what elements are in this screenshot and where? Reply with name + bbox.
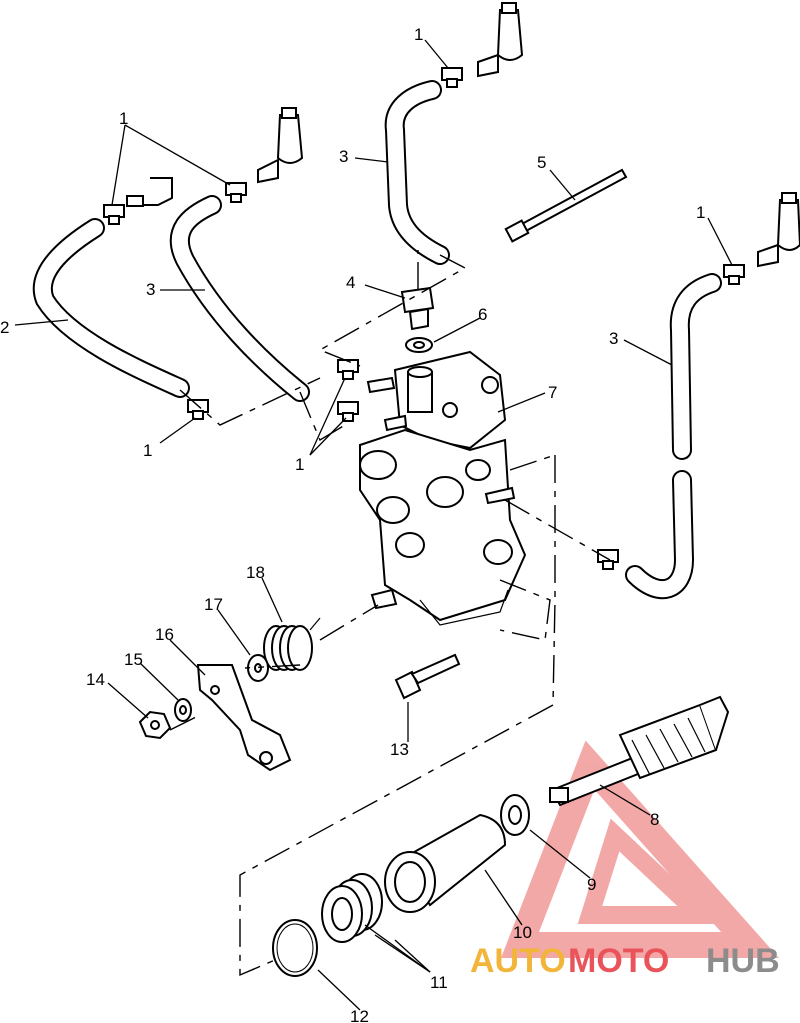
watermark-logo-icon bbox=[500, 740, 779, 958]
watermark-auto: AUTO bbox=[470, 942, 566, 980]
label-5: 5 bbox=[537, 153, 546, 172]
label-18: 18 bbox=[246, 563, 265, 582]
label-11: 11 bbox=[430, 973, 448, 992]
hose-clamp bbox=[597, 549, 619, 570]
hose-clamp bbox=[187, 399, 209, 420]
label-7: 7 bbox=[548, 383, 557, 402]
return-spring bbox=[263, 617, 321, 671]
oil-pump-body bbox=[359, 350, 527, 626]
label-13: 13 bbox=[390, 740, 409, 759]
watermark-text: AUTO MOTO HUB bbox=[470, 942, 780, 980]
watermark-hub: HUB bbox=[706, 942, 780, 980]
pump-inlet-fitting bbox=[407, 366, 433, 413]
oil-hose-2 bbox=[32, 218, 190, 398]
oil-hose-3-top bbox=[384, 80, 450, 265]
label-2: 2 bbox=[0, 318, 9, 337]
label-17: 17 bbox=[204, 595, 223, 614]
hose-clamp bbox=[441, 67, 463, 88]
label-4: 4 bbox=[346, 273, 355, 292]
label-3-top: 3 bbox=[339, 147, 348, 166]
hose-clamp bbox=[723, 264, 745, 285]
banjo-fitting-right bbox=[757, 192, 800, 268]
leader-lines bbox=[14, 39, 733, 1011]
o-ring bbox=[272, 919, 318, 977]
label-6: 6 bbox=[478, 305, 487, 324]
hose-clamp bbox=[337, 401, 359, 422]
oil-seals bbox=[321, 873, 383, 943]
banjo-fitting-left bbox=[257, 107, 304, 184]
oil-hose-3-right bbox=[669, 273, 722, 460]
shaft-bushing bbox=[384, 813, 507, 913]
banjo-bolt bbox=[400, 286, 435, 331]
label-16: 16 bbox=[155, 625, 174, 644]
banjo-fitting-top bbox=[477, 2, 524, 78]
pump-drive-shaft bbox=[549, 695, 730, 807]
watermark-moto: MOTO bbox=[568, 942, 669, 980]
hose-clamp bbox=[337, 359, 359, 380]
oil-hose-lower-right bbox=[625, 470, 695, 600]
spring-washer bbox=[247, 654, 269, 682]
elbow-fitting-left bbox=[126, 177, 173, 207]
label-1-left: 1 bbox=[119, 109, 128, 128]
label-12: 12 bbox=[350, 1007, 369, 1023]
label-1-right: 1 bbox=[696, 203, 705, 222]
part-labels: 1 1 1 1 1 2 3 3 3 4 5 6 7 8 9 10 11 12 1… bbox=[0, 25, 705, 1023]
lever-washer bbox=[174, 698, 192, 722]
label-15: 15 bbox=[124, 650, 143, 669]
lever-nut bbox=[138, 710, 172, 740]
oil-hose-3-left bbox=[169, 195, 310, 402]
label-10: 10 bbox=[513, 923, 532, 942]
label-9: 9 bbox=[587, 875, 596, 894]
label-1-center: 1 bbox=[295, 455, 304, 474]
label-1-top: 1 bbox=[414, 25, 423, 44]
label-1-lower-left: 1 bbox=[143, 441, 152, 460]
label-14: 14 bbox=[86, 670, 105, 689]
label-8: 8 bbox=[650, 810, 659, 829]
label-3-right: 3 bbox=[609, 329, 618, 348]
label-3-left: 3 bbox=[146, 280, 155, 299]
mounting-screw bbox=[394, 653, 461, 700]
assembly-lines bbox=[169, 250, 611, 977]
cable-tie bbox=[504, 168, 628, 243]
hose-clamp bbox=[103, 204, 125, 225]
hose-clamp bbox=[225, 182, 247, 203]
pump-control-lever bbox=[196, 664, 292, 772]
sealing-washer bbox=[405, 337, 433, 353]
shaft-washer bbox=[500, 794, 530, 836]
